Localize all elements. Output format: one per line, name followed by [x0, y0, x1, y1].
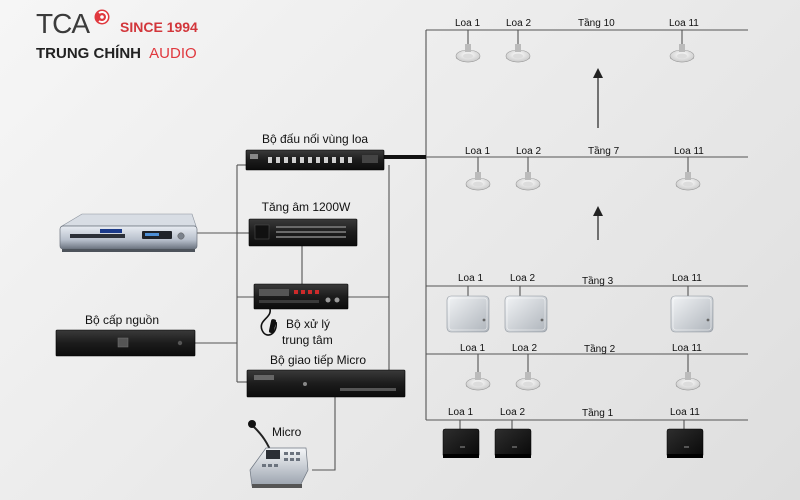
wire-micro [312, 397, 336, 471]
amplifier-device [248, 218, 358, 247]
floor-group: Loa 1 Loa 2 Tầng 10 Loa 11 [455, 17, 699, 63]
speaker-label: Loa 1 [448, 407, 473, 418]
wiring [195, 29, 748, 471]
floor-label: Tầng 3 [582, 275, 614, 287]
brand-swirl-icon [94, 9, 110, 25]
box-speaker [494, 428, 532, 458]
brand-name: TRUNG CHÍNH AUDIO [36, 45, 197, 62]
up-arrow-icon [593, 206, 603, 240]
speaker-label: Loa 1 [455, 18, 480, 29]
up-arrow-icon [593, 68, 603, 128]
ceiling-speaker [465, 172, 491, 191]
zone-connector-label: Bộ đấu nối vùng loa [262, 132, 368, 146]
box-speaker [442, 428, 480, 458]
speaker-label: Loa 2 [510, 273, 535, 284]
floor-group: Loa 1 Loa 2 Tầng 2 Loa 11 [460, 343, 702, 391]
speaker-drops [459, 30, 689, 429]
speaker-label: Loa 2 [516, 146, 541, 157]
floor-group: Loa 1 Loa 2 Tầng 3 Loa 11 [446, 273, 714, 333]
processor-device [253, 283, 349, 310]
box-speaker [666, 428, 704, 458]
paging-microphone-device [248, 420, 309, 488]
speaker-label: Loa 2 [506, 18, 531, 29]
speaker-label: Loa 1 [458, 273, 483, 284]
processor-label-line1: Bộ xử lý [286, 317, 330, 331]
power-supply-label: Bộ cấp nguồn [85, 313, 159, 327]
wall-speaker [446, 295, 490, 333]
brand-since: SINCE 1994 [120, 19, 198, 35]
processor-label-line2: trung tâm [282, 333, 333, 347]
handheld-mic-icon [260, 308, 277, 336]
continuation-arrows [593, 68, 603, 240]
speaker-label: Loa 1 [460, 343, 485, 354]
micro-label: Micro [272, 425, 302, 439]
power-supply-device [55, 329, 196, 357]
brand-logo: TCA SINCE 1994 TRUNG CHÍNH AUDIO [36, 8, 198, 62]
wall-speaker [504, 295, 548, 333]
floor-label: Tầng 1 [582, 407, 614, 419]
floor-label: Tầng 2 [584, 343, 616, 355]
speaker-label: Loa 11 [672, 343, 702, 354]
brand-name-audio: AUDIO [149, 45, 197, 62]
ceiling-speaker [669, 44, 695, 63]
floor-label: Tầng 7 [588, 145, 620, 157]
wall-speaker [670, 295, 714, 333]
brand-name-main: TRUNG CHÍNH [36, 45, 141, 62]
speaker-label: Loa 11 [672, 273, 702, 284]
ceiling-speaker [505, 44, 531, 63]
dvd-player [59, 213, 198, 252]
ceiling-speaker [455, 44, 481, 63]
ceiling-speaker [465, 372, 491, 391]
zone-connector-device [245, 149, 385, 171]
floor-group: Loa 1 Loa 2 Tầng 1 Loa 11 [442, 407, 704, 458]
ceiling-speaker [675, 372, 701, 391]
speaker-label: Loa 2 [512, 343, 537, 354]
ceiling-speaker [515, 172, 541, 191]
speaker-label: Loa 11 [669, 18, 699, 29]
speaker-label: Loa 1 [465, 146, 490, 157]
mic-interface-device [246, 369, 406, 398]
brand-logo-text: TCA [36, 8, 90, 39]
mic-interface-label: Bộ giao tiếp Micro [270, 353, 366, 367]
ceiling-speaker [515, 372, 541, 391]
speaker-label: Loa 11 [674, 146, 704, 157]
speaker-label: Loa 11 [670, 407, 700, 418]
ceiling-speaker [675, 172, 701, 191]
floor-label: Tầng 10 [578, 17, 615, 29]
speaker-label: Loa 2 [500, 407, 525, 418]
amplifier-label: Tăng âm 1200W [262, 200, 351, 214]
floor-group: Loa 1 Loa 2 Tầng 7 Loa 11 [465, 145, 704, 191]
